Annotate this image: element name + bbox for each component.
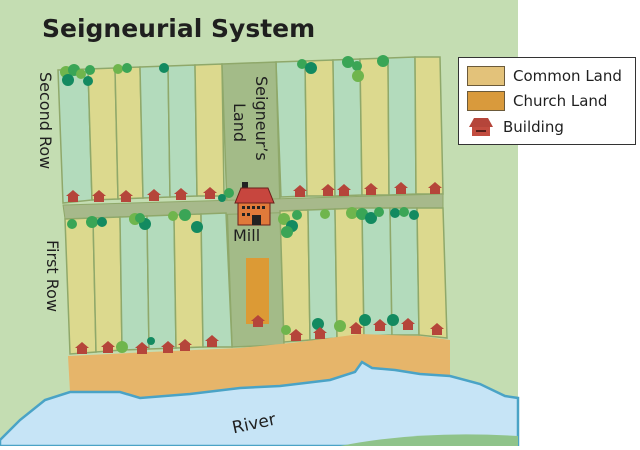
legend-item-church-land: Church Land <box>467 91 607 111</box>
church-land <box>246 258 269 324</box>
legend-item-building: Building <box>467 116 564 138</box>
river <box>0 360 520 448</box>
legend: Common Land Church Land Building <box>458 57 636 145</box>
trees <box>60 55 419 353</box>
common-land <box>68 334 450 398</box>
common-land-swatch <box>467 66 505 86</box>
first-row-plots <box>64 207 448 355</box>
house-icon <box>469 118 493 136</box>
second-row-label: Second Row <box>36 72 55 170</box>
mill-label: Mill <box>233 226 261 245</box>
legend-item-common-land: Common Land <box>467 66 622 86</box>
church-land-swatch <box>467 91 505 111</box>
seigneurs-land-label-2: Land <box>230 103 249 143</box>
seigneurs-land-label: Seigneur’s <box>252 76 271 161</box>
mill-building <box>234 182 275 226</box>
second-row-plots <box>57 56 444 204</box>
map-title: Seigneurial System <box>42 14 316 43</box>
buildings <box>66 182 444 354</box>
first-row-label: First Row <box>43 240 62 313</box>
